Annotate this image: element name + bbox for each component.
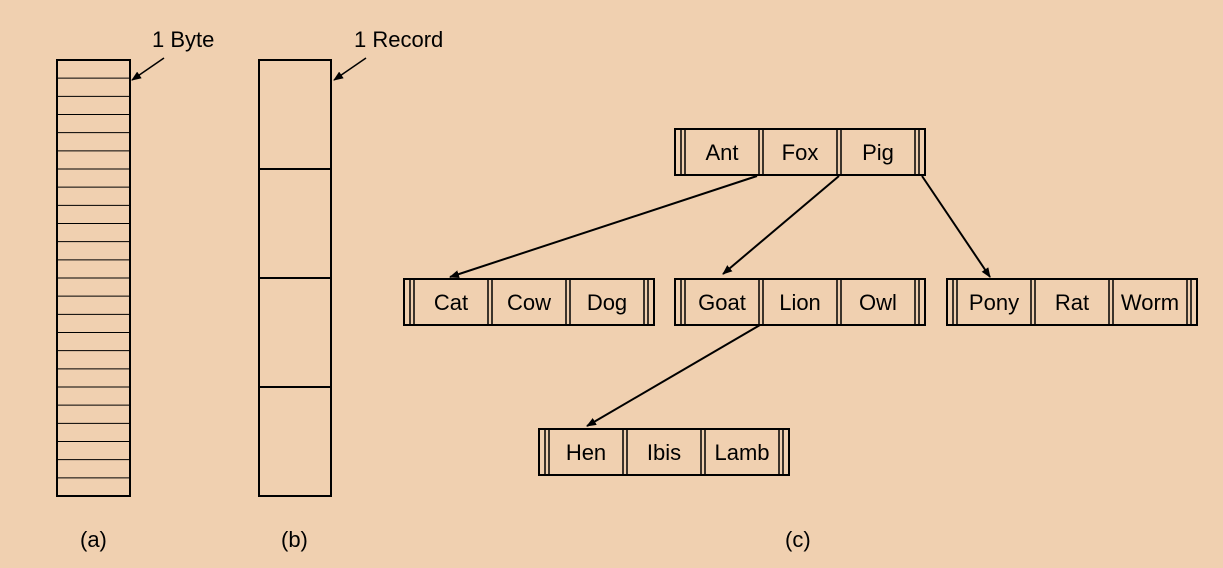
- tree-edge-lion-to-hen-node: [586, 324, 761, 427]
- byte-sequence-panel: 1 Byte (a): [56, 27, 214, 552]
- tree-key-goat: Goat: [698, 290, 746, 315]
- tree-node-frame: [674, 278, 926, 326]
- tree-key-hen: Hen: [566, 440, 606, 465]
- tree-key-fox: Fox: [782, 140, 819, 165]
- record-sequence-panel: 1 Record (b): [258, 27, 443, 552]
- tree-key-rat: Rat: [1055, 290, 1089, 315]
- tree-key-owl: Owl: [859, 290, 897, 315]
- tree-node-cat: Cat Cow Dog: [403, 278, 655, 326]
- tree-key-pony: Pony: [969, 290, 1019, 315]
- tree-node-hen: Hen Ibis Lamb: [538, 428, 790, 476]
- tree-panel: Ant Fox Pig Cat Cow Dog Goat Lion Owl Pony Rat W…: [403, 128, 1198, 552]
- tree-key-ant: Ant: [705, 140, 738, 165]
- tree-node-goat: Goat Lion Owl: [674, 278, 926, 326]
- tree-edge-root-to-pony-node: [921, 175, 991, 278]
- tree-edge-root-to-goat-node: [722, 175, 840, 275]
- tree-key-dog: Dog: [587, 290, 627, 315]
- tree-key-cat: Cat: [434, 290, 468, 315]
- tree-edge-root-to-cat-node: [449, 175, 758, 278]
- record-pointer-arrow: [333, 57, 367, 81]
- tree-key-ibis: Ibis: [647, 440, 681, 465]
- tree-node-pony: Pony Rat Worm: [946, 278, 1198, 326]
- record-pointer-label: 1 Record: [354, 27, 443, 52]
- tree-key-worm: Worm: [1121, 290, 1179, 315]
- byte-pointer-label: 1 Byte: [152, 27, 214, 52]
- tree-key-cow: Cow: [507, 290, 551, 315]
- caption-b: (b): [281, 527, 308, 552]
- tree-node-frame: [403, 278, 655, 326]
- caption-c: (c): [785, 527, 811, 552]
- caption-a: (a): [80, 527, 107, 552]
- tree-node-frame: [674, 128, 926, 176]
- tree-key-lion: Lion: [779, 290, 821, 315]
- tree-node-frame: [946, 278, 1198, 326]
- byte-pointer-arrow: [131, 57, 165, 81]
- tree-node-root: Ant Fox Pig: [674, 128, 926, 176]
- tree-node-frame: [538, 428, 790, 476]
- record-dividers: [259, 168, 331, 388]
- byte-dividers: [57, 77, 130, 479]
- tree-key-pig: Pig: [862, 140, 894, 165]
- tree-key-lamb: Lamb: [714, 440, 769, 465]
